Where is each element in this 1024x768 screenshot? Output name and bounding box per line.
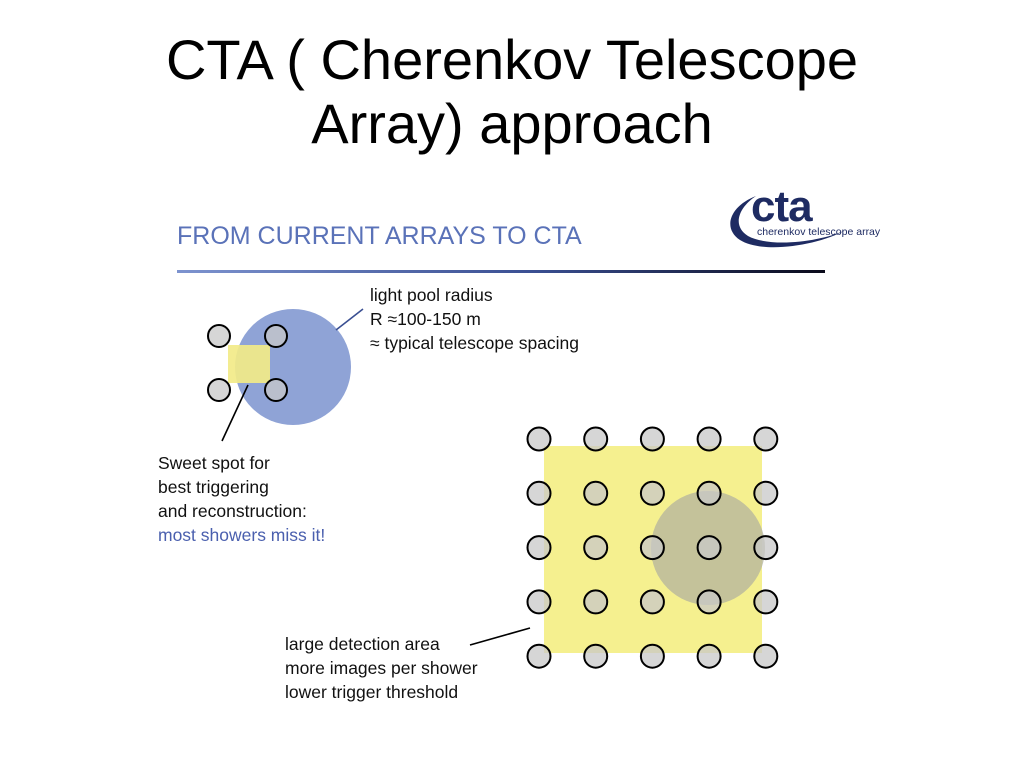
telescope-1-5 — [753, 426, 779, 452]
light-pool-note-line-1: light pool radius — [370, 285, 493, 305]
telescope-2-1 — [207, 378, 231, 402]
telescope-5-3 — [639, 643, 665, 669]
telescope-1-4 — [696, 426, 722, 452]
telescope-2-3 — [639, 480, 665, 506]
large-area-note-line-2: more images per shower — [285, 658, 478, 678]
sweet-spot-area — [228, 345, 270, 383]
telescope-3-5 — [753, 535, 779, 561]
telescope-5-2 — [583, 643, 609, 669]
telescope-5-1 — [526, 643, 552, 669]
light-pool-note-line-2: R ≈100-150 m — [370, 309, 481, 329]
telescope-1-2 — [264, 324, 288, 348]
telescope-4-4 — [696, 589, 722, 615]
telescope-5-4 — [696, 643, 722, 669]
telescope-3-1 — [526, 535, 552, 561]
telescope-3-4 — [696, 535, 722, 561]
telescope-1-3 — [639, 426, 665, 452]
telescope-3-2 — [583, 535, 609, 561]
detection-area-pointer — [469, 627, 531, 646]
large-telescope-array — [526, 426, 779, 669]
heading-divider — [177, 270, 825, 273]
telescope-4-1 — [526, 589, 552, 615]
large-area-note: large detection area more images per sho… — [285, 632, 478, 704]
telescope-4-3 — [639, 589, 665, 615]
sweet-spot-pointer — [221, 384, 249, 442]
telescope-4-2 — [583, 589, 609, 615]
small-telescope-array — [207, 324, 288, 402]
cta-logo-subtitle: cherenkov telescope array — [757, 226, 881, 238]
light-pool-circle — [235, 309, 351, 425]
sweet-spot-highlight: most showers miss it! — [158, 525, 326, 545]
figure-heading: FROM CURRENT ARRAYS TO CTA — [177, 222, 582, 250]
telescope-2-2 — [264, 378, 288, 402]
sweet-spot-note-line-1: Sweet spot for — [158, 453, 270, 473]
telescope-5-5 — [753, 643, 779, 669]
light-pool-note-line-3: ≈ typical telescope spacing — [370, 333, 580, 353]
slide-title-line-2: Array) approach — [311, 92, 713, 155]
telescope-2-1 — [526, 480, 552, 506]
slide-title: CTA ( Cherenkov Telescope Array) approac… — [40, 28, 984, 156]
telescope-1-2 — [583, 426, 609, 452]
telescope-2-2 — [583, 480, 609, 506]
cta-logo: cta — [751, 182, 813, 231]
telescope-2-5 — [753, 480, 779, 506]
telescope-3-3 — [639, 535, 665, 561]
light-pool-pointer — [335, 308, 364, 331]
sweet-spot-note-line-3: and reconstruction: — [158, 501, 307, 521]
telescope-4-5 — [753, 589, 779, 615]
large-area-note-line-1: large detection area — [285, 634, 440, 654]
telescope-1-1 — [207, 324, 231, 348]
telescope-1-1 — [526, 426, 552, 452]
sweet-spot-note-line-2: best triggering — [158, 477, 269, 497]
telescope-2-4 — [696, 480, 722, 506]
light-pool-note: light pool radius R ≈100-150 m ≈ typical… — [370, 283, 579, 355]
slide-title-line-1: CTA ( Cherenkov Telescope — [165, 28, 859, 91]
sweet-spot-note: Sweet spot for best triggering and recon… — [158, 451, 325, 547]
large-area-note-line-3: lower trigger threshold — [285, 682, 459, 702]
